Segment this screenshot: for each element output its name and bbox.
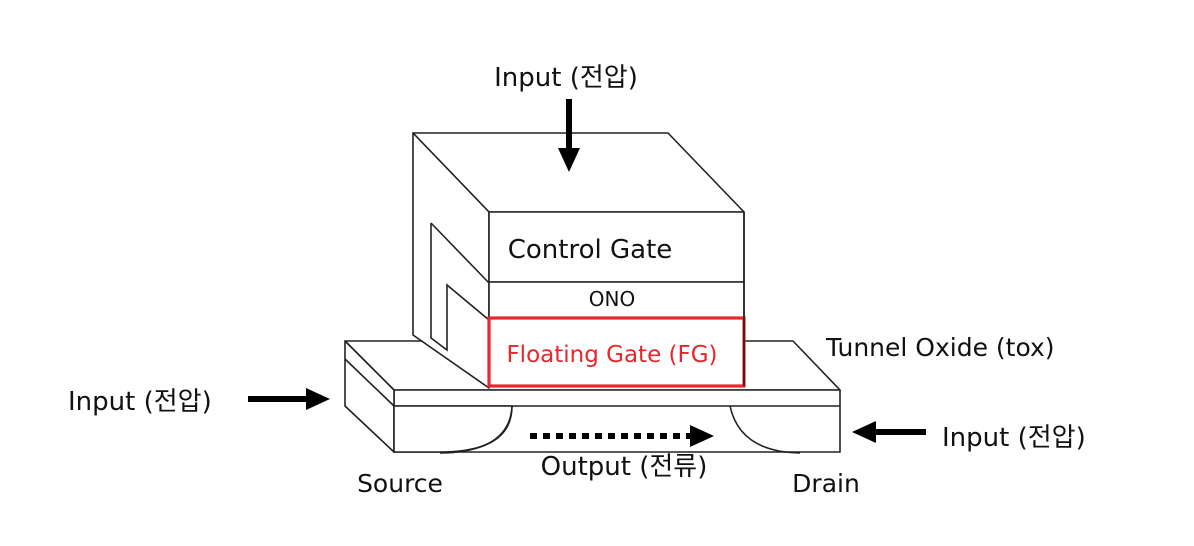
output-label: Output (전류) <box>541 452 708 482</box>
source-label: Source <box>357 469 443 498</box>
substrate-left-mid-line <box>344 358 395 407</box>
drain-label: Drain <box>792 469 860 498</box>
gate-left-face <box>412 132 490 389</box>
arrow-right-icon <box>248 388 330 410</box>
gate-left-notch-2 <box>430 222 490 284</box>
arrow-left-icon <box>852 421 926 443</box>
gate-left-notch <box>430 223 490 352</box>
drain-curve <box>729 405 801 454</box>
floating-gate-label: Floating Gate (FG) <box>506 342 717 368</box>
control-gate-label: Control Gate <box>508 235 673 265</box>
ono-block <box>488 281 745 319</box>
arrow-down-icon <box>558 99 580 172</box>
ono-label: ONO <box>589 287 635 311</box>
input-left-label: Input (전압) <box>68 387 212 417</box>
tunnel-oxide-label: Tunnel Oxide (tox) <box>825 333 1055 362</box>
source-curve <box>439 405 513 454</box>
control-gate-block <box>488 211 745 283</box>
input-right-label: Input (전압) <box>942 423 1086 453</box>
dotted-arrow-right-icon <box>530 425 714 447</box>
gate-stack <box>412 132 746 389</box>
input-top-label: Input (전압) <box>494 63 638 93</box>
